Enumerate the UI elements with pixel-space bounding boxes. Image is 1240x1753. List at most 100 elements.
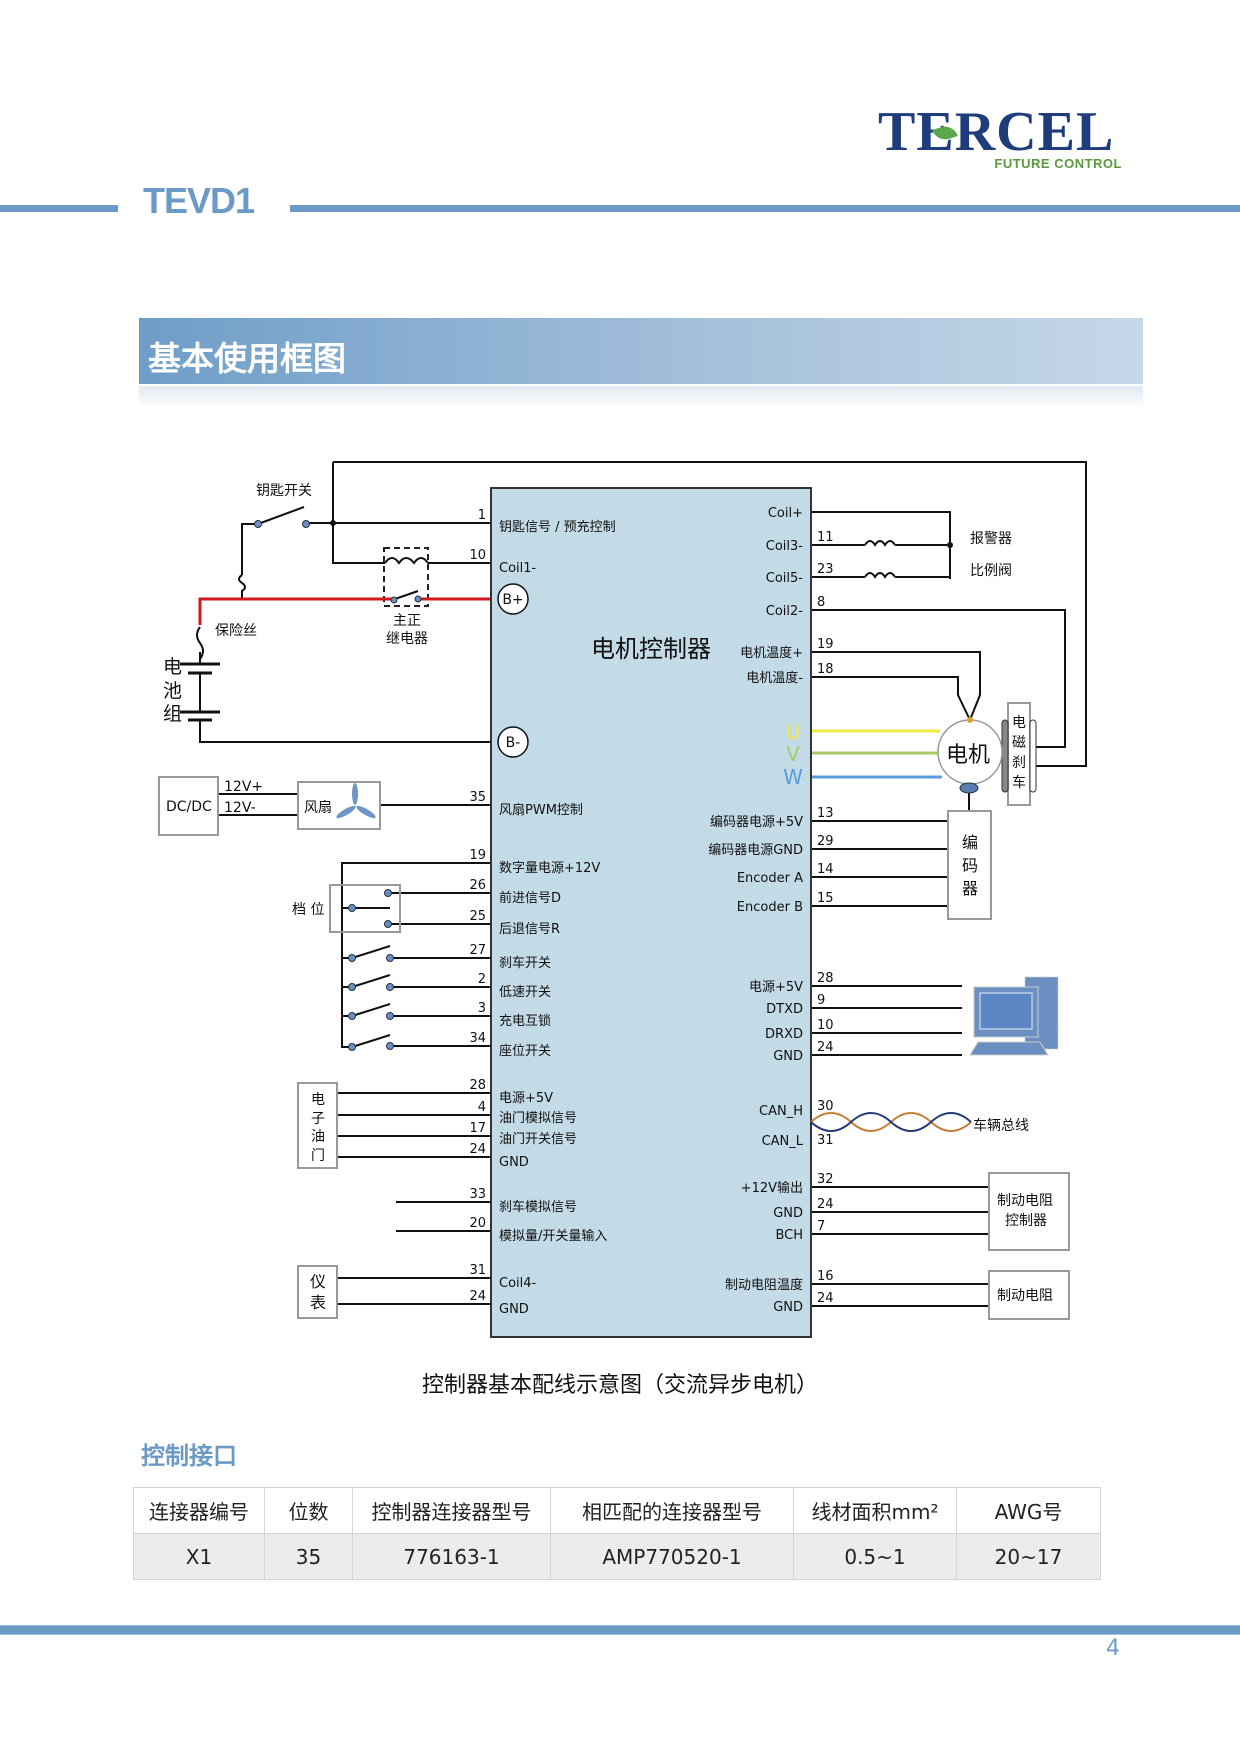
pin-number: 24 bbox=[817, 1197, 834, 1212]
pin-label: GND bbox=[499, 1155, 529, 1170]
pin-number: 2 bbox=[478, 972, 486, 987]
controller-box bbox=[490, 487, 812, 1338]
pin-number: 4 bbox=[478, 1100, 486, 1115]
model-title: TEVD1 bbox=[143, 180, 255, 221]
interface-title: 控制接口 bbox=[141, 1442, 237, 1470]
pin-label: 充电互锁 bbox=[499, 1013, 551, 1029]
pin-number: 24 bbox=[469, 1142, 486, 1157]
throttle-label-3: 油 bbox=[311, 1129, 325, 1145]
gear-label: 档 位 bbox=[292, 902, 324, 918]
pin-number: 35 bbox=[469, 790, 486, 805]
alarm-coil-icon bbox=[864, 540, 896, 547]
pin-number: 10 bbox=[469, 548, 486, 563]
motor-label: 电机 bbox=[946, 743, 990, 768]
pin-label: 低速开关 bbox=[499, 985, 551, 1000]
v12-minus-label: 12V- bbox=[224, 800, 256, 816]
table-cell: 0.5~1 bbox=[793, 1533, 957, 1580]
pin-label: 电源+5V bbox=[499, 1091, 553, 1106]
brand-logo: TERCEL FUTURE CONTROL bbox=[878, 104, 1128, 174]
controller-title: 电机控制器 bbox=[591, 635, 711, 663]
battery-label-2: 池 bbox=[163, 680, 182, 702]
brake-label-4: 车 bbox=[1012, 774, 1026, 791]
wire-b-minus bbox=[199, 720, 490, 743]
pin-label: 前进信号D bbox=[499, 890, 561, 906]
pin-number: 33 bbox=[469, 1187, 486, 1202]
table-row: X1 35 776163-1 AMP770520-1 0.5~1 20~17 bbox=[133, 1533, 1101, 1580]
brake-res-ctrl-box bbox=[988, 1172, 1070, 1251]
key-switch-blade bbox=[257, 506, 305, 525]
header-rule-left bbox=[0, 205, 118, 212]
pin-label: 座位开关 bbox=[499, 1044, 551, 1059]
pin-number: 1 bbox=[478, 508, 486, 523]
main-relay-icon bbox=[383, 547, 429, 607]
phase-u-label: U bbox=[786, 720, 801, 744]
pin-number: 29 bbox=[817, 834, 834, 849]
b-minus-label: B- bbox=[506, 735, 521, 751]
pin-number: 19 bbox=[469, 848, 486, 863]
table-header-row: 连接器编号 位数 控制器连接器型号 相匹配的连接器型号 线材面积mm² AWG号 bbox=[133, 1487, 1101, 1534]
pin-number: 30 bbox=[817, 1099, 834, 1114]
encoder-label-1: 编 bbox=[962, 833, 978, 852]
alarm-label: 报警器 bbox=[970, 531, 1012, 547]
relay-coil-icon bbox=[384, 557, 429, 565]
section-banner: 基本使用框图 bbox=[139, 318, 1143, 408]
pin-number: 9 bbox=[817, 993, 825, 1008]
meter-label-2: 表 bbox=[310, 1293, 326, 1312]
battery-label-3: 组 bbox=[163, 703, 182, 725]
pin-label: 风扇PWM控制 bbox=[499, 802, 583, 818]
pin-number: 25 bbox=[469, 909, 486, 924]
wire-19 bbox=[341, 862, 490, 1048]
pin-number: 17 bbox=[469, 1121, 486, 1136]
pin-number: 31 bbox=[817, 1133, 834, 1148]
phase-v-label: V bbox=[786, 742, 800, 766]
pin-label: 钥匙信号 / 预充控制 bbox=[499, 519, 616, 535]
pin-label: 数字量电源+12V bbox=[499, 861, 600, 876]
pin-label: 制动电阻温度 bbox=[725, 1277, 803, 1293]
pin-label: 油门开关信号 bbox=[499, 1132, 577, 1147]
pin-label: DRXD bbox=[765, 1027, 803, 1042]
valve-coil-icon bbox=[864, 572, 896, 579]
computer-icon bbox=[969, 976, 1059, 1056]
brake-res-label: 制动电阻 bbox=[997, 1288, 1053, 1304]
meter-box bbox=[297, 1265, 338, 1319]
fuse-icon-2 bbox=[238, 574, 246, 592]
pin-label: GND bbox=[773, 1206, 803, 1221]
pin-label: 模拟量/开关量输入 bbox=[499, 1228, 607, 1244]
pin-label: CAN_H bbox=[759, 1104, 803, 1119]
pin-number: 16 bbox=[817, 1269, 834, 1284]
pin-label: Encoder A bbox=[737, 871, 803, 886]
pin-label: GND bbox=[773, 1300, 803, 1315]
brand-tagline: FUTURE CONTROL bbox=[994, 156, 1122, 171]
fan-box bbox=[297, 781, 381, 830]
v12-plus-label: 12V+ bbox=[224, 779, 263, 795]
pin-number: 24 bbox=[469, 1289, 486, 1304]
pin-number: 13 bbox=[817, 806, 834, 821]
pin-number: 28 bbox=[469, 1078, 486, 1093]
b-plus-terminal bbox=[497, 583, 529, 615]
brake-label-3: 刹 bbox=[1012, 755, 1026, 771]
pin-number: 11 bbox=[817, 530, 834, 545]
meter-label-1: 仪 bbox=[310, 1272, 326, 1291]
pin-number: 8 bbox=[817, 595, 825, 610]
pin-number: 24 bbox=[817, 1291, 834, 1306]
pin-label: GND bbox=[773, 1049, 803, 1064]
wire-coil1 bbox=[332, 462, 385, 564]
valve-label: 比例阀 bbox=[970, 563, 1012, 579]
fuse-icon bbox=[196, 626, 204, 660]
table-header-cell: 控制器连接器型号 bbox=[352, 1487, 551, 1534]
pin-label: 刹车模拟信号 bbox=[499, 1199, 577, 1215]
relay-label-1: 主正 bbox=[393, 613, 421, 629]
pin-number: 20 bbox=[469, 1216, 486, 1231]
pin-label: Encoder B bbox=[737, 900, 803, 915]
pin-number: 19 bbox=[817, 637, 834, 652]
throttle-label-2: 子 bbox=[311, 1111, 325, 1127]
wire-key-loop bbox=[333, 461, 1087, 767]
table-header-cell: 连接器编号 bbox=[133, 1487, 265, 1534]
pin-label: 编码器电源GND bbox=[708, 843, 803, 858]
pin-number: 26 bbox=[469, 878, 486, 893]
pin-label: 油门模拟信号 bbox=[499, 1111, 577, 1126]
can-bus-wire-l bbox=[810, 1112, 972, 1132]
encoder-label-3: 器 bbox=[962, 879, 978, 898]
pin-number: 28 bbox=[817, 971, 834, 986]
